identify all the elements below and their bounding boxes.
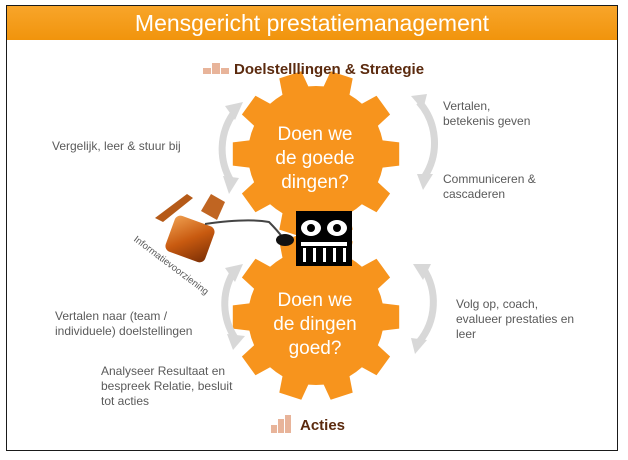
top-gear-text: Doen we de goede dingen? <box>275 124 355 193</box>
top-gear <box>232 71 400 237</box>
note-communicate: Communiceren &cascaderen <box>443 172 536 201</box>
diagram-art <box>155 63 438 433</box>
bottom-heading: Acties <box>300 417 346 434</box>
note-translate: Vertalen,betekenis geven <box>443 99 531 128</box>
diagram-frame: Mensgericht prestatiemanagement <box>6 5 618 451</box>
title-banner: Mensgericht prestatiemanagement <box>7 6 617 40</box>
note-translate-goals: Vertalen naar (team /individuele) doelst… <box>55 309 193 338</box>
bottom-gear-text: Doen we de dingen goed? <box>273 290 357 359</box>
bar-chart-icon <box>203 63 229 74</box>
bar-chart-icon-bottom <box>271 415 291 433</box>
gearBot-shape <box>232 234 400 400</box>
meeting-icon <box>296 211 352 266</box>
cycle-arrow-icon <box>218 99 438 345</box>
arrow-heads <box>223 94 433 354</box>
top-heading: Doelstelllingen & Strategie <box>234 61 425 78</box>
note-compare: Vergelijk, leer & stuur bij <box>52 139 181 153</box>
gearTop-shape <box>232 71 400 237</box>
bottom-gear <box>232 234 400 400</box>
oil-can-icon <box>155 194 294 263</box>
